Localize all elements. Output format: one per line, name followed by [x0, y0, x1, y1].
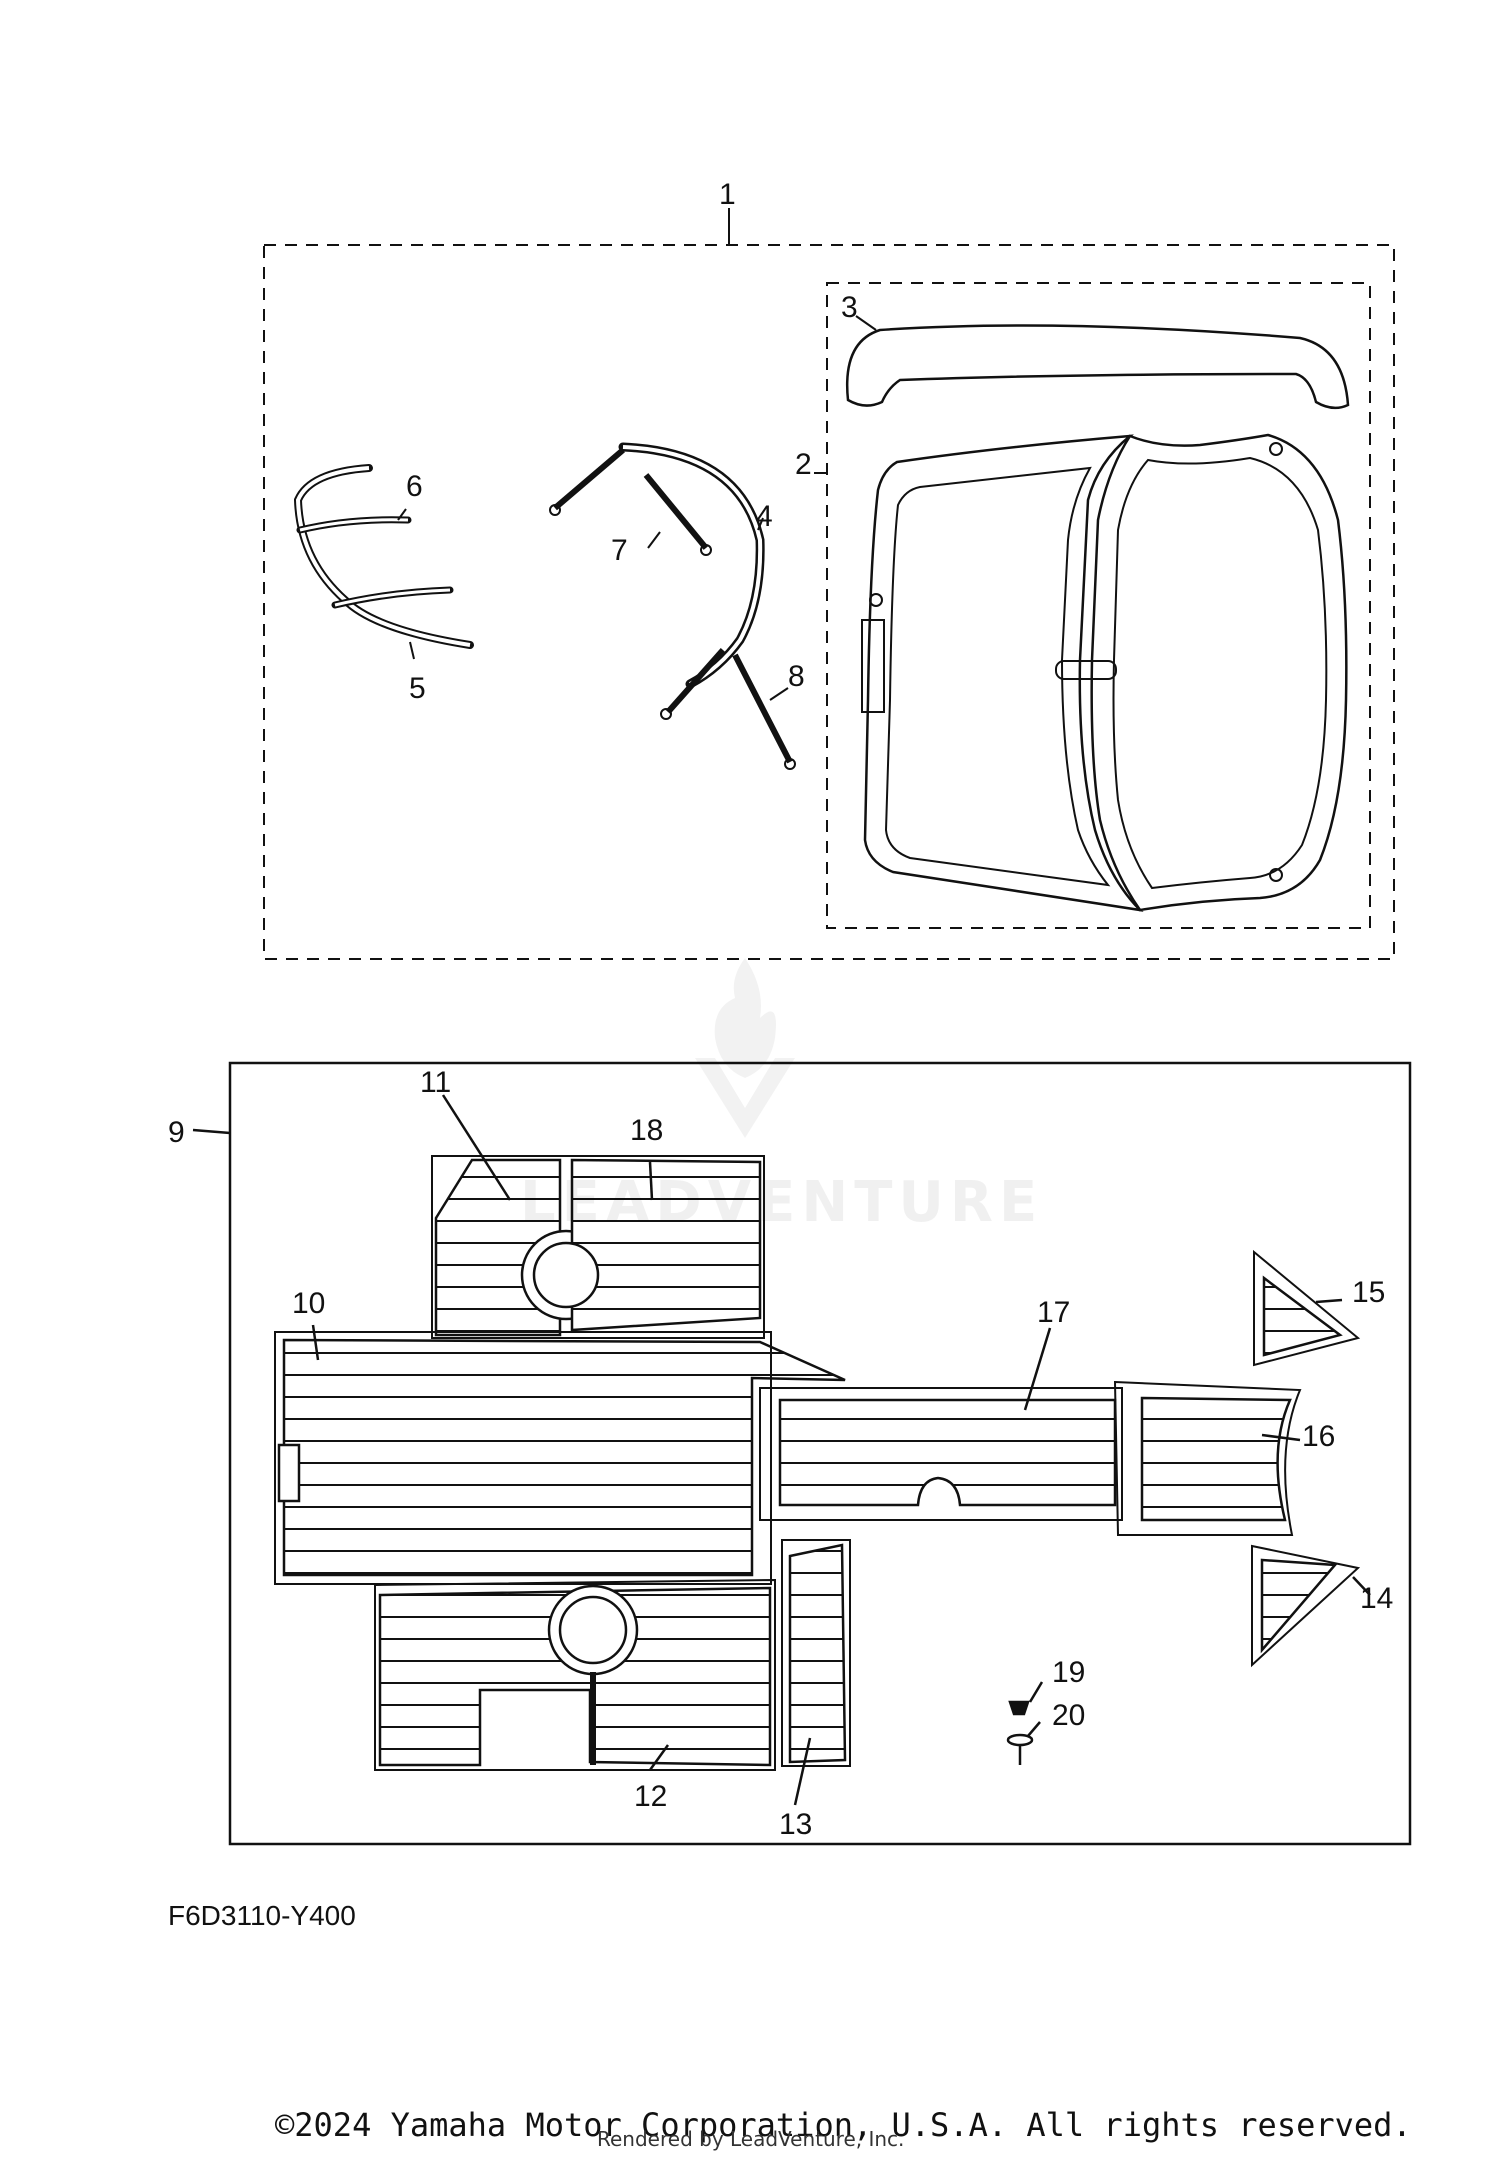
callout-17: 17 [1037, 1296, 1070, 1329]
mat-10 [282, 1338, 846, 1577]
mat-16 [1140, 1396, 1292, 1522]
boot-cover [845, 324, 1350, 410]
canvas-top-right-inner [1112, 456, 1328, 890]
bow-strut-upper [553, 447, 625, 511]
callout-1: 1 [719, 178, 736, 211]
mat-kit-box [228, 1061, 1412, 1846]
watermark-logo-icon [695, 958, 795, 1138]
callout-16: 16 [1302, 1420, 1335, 1453]
callout-13: 13 [779, 1808, 812, 1841]
callout-18: 18 [630, 1114, 663, 1147]
assembly-1-dashed-box [263, 244, 1395, 960]
callout-20: 20 [1052, 1699, 1085, 1732]
copyright-notice: ©2024 Yamaha Motor Corporation, U.S.A. A… [275, 2106, 1412, 2144]
callout-9: 9 [168, 1116, 185, 1149]
front-bow-frame [618, 442, 765, 689]
callout-14: 14 [1360, 1582, 1393, 1615]
mat-14 [1260, 1558, 1338, 1654]
callout-8: 8 [788, 660, 805, 693]
callout-19: 19 [1052, 1656, 1085, 1689]
callout-11: 11 [420, 1066, 451, 1099]
canvas-top-inner [884, 466, 1111, 887]
rear-bow-frame [293, 464, 474, 649]
callout-5: 5 [409, 672, 426, 705]
callout-2: 2 [795, 448, 812, 481]
callout-7: 7 [611, 534, 628, 567]
callout-labels: 1 2 3 4 5 6 7 8 9 10 11 12 13 14 15 16 1… [168, 178, 1393, 1841]
callout-15: 15 [1352, 1276, 1385, 1309]
assembly-2-dashed-box [826, 282, 1371, 929]
callout-6: 6 [406, 470, 423, 503]
mat-13 [788, 1543, 847, 1764]
rendered-by-notice: Rendered by LeadVenture, Inc. [597, 2127, 905, 2151]
bimini-top-assembly [263, 208, 1395, 960]
canvas-top-strap [1055, 660, 1117, 680]
mat-kit-assembly [192, 1061, 1412, 1846]
diagram-code: F6D3110-Y400 [168, 1900, 356, 1931]
callout-10: 10 [292, 1287, 325, 1320]
fastener-20 [1006, 1733, 1034, 1747]
watermark-text: LEADVENTURE [520, 1170, 1044, 1235]
mat-17 [778, 1398, 1117, 1507]
callout-12: 12 [634, 1780, 667, 1813]
fastener-19 [1008, 1700, 1030, 1716]
canvas-top-outline [863, 434, 1144, 912]
bow-strut-lower [665, 648, 726, 714]
mat-15 [1262, 1275, 1343, 1357]
callout-3: 3 [841, 291, 858, 324]
canvas-top-right [1090, 433, 1348, 912]
callout-4: 4 [756, 500, 773, 533]
